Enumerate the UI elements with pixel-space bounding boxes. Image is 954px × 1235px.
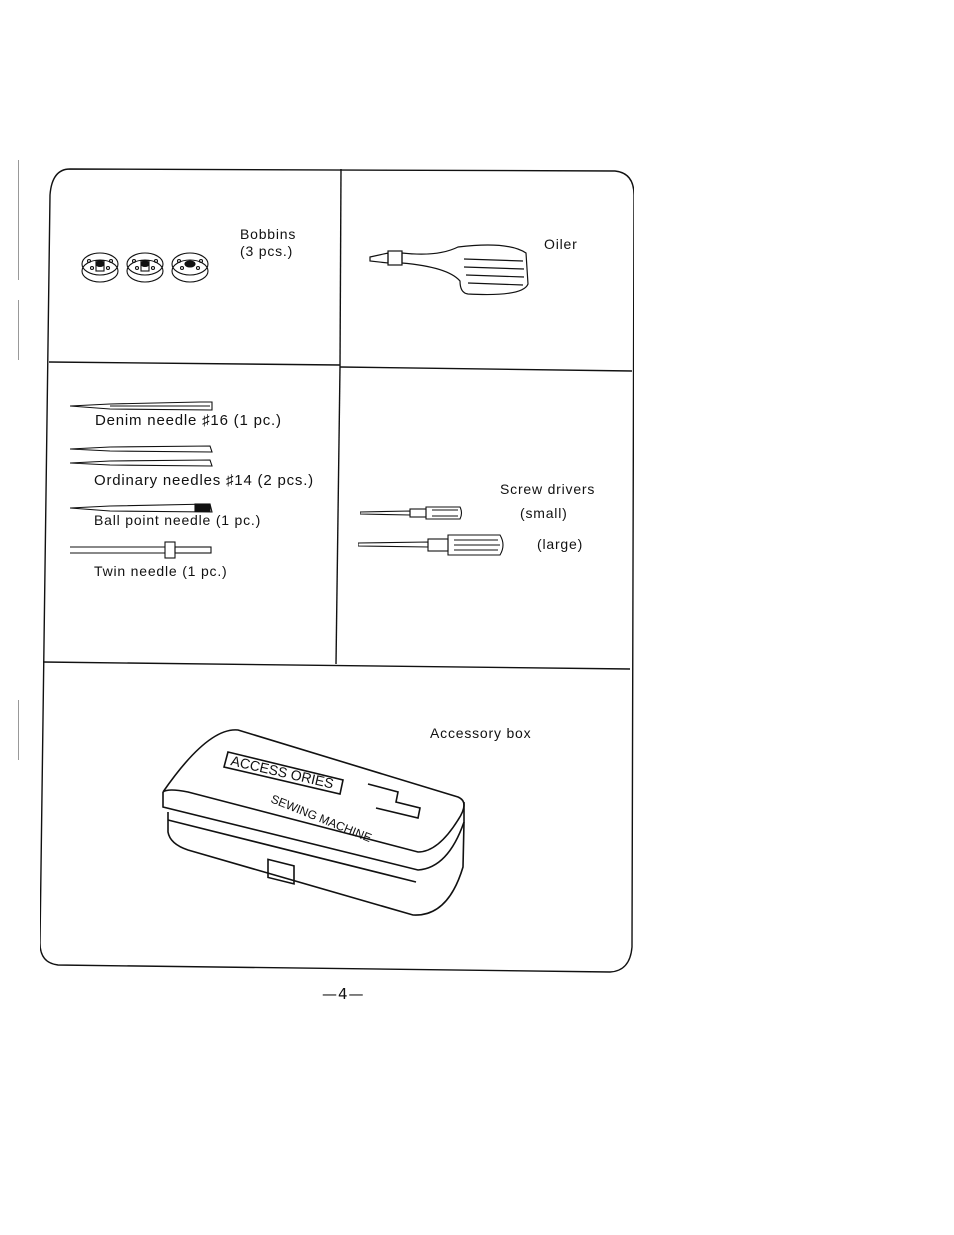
large-screwdriver-label: (large): [537, 536, 583, 552]
scan-margin-mark: [18, 160, 19, 280]
bobbins-qty: (3 pcs.): [240, 243, 293, 259]
small-screwdriver-icon: [360, 504, 465, 522]
twin-needle-label: Twin needle (1 pc.): [94, 563, 227, 579]
twin-needle-icon: [70, 539, 215, 561]
ordinary-needles-icon: [70, 443, 215, 469]
oiler-label: Oiler: [544, 236, 578, 252]
large-screwdriver-icon: [358, 533, 508, 557]
small-screwdriver-label: (small): [520, 505, 568, 521]
accessory-box-icon: ACCESS ORIES SEWING MACHINE: [158, 722, 478, 922]
oiler-icon: [368, 239, 533, 299]
ordinary-needles-label: Ordinary needles ♯14 (2 pcs.): [94, 472, 314, 489]
denim-needle-icon: [70, 399, 215, 413]
scan-margin-mark: [18, 700, 19, 760]
bobbins-label: Bobbins: [240, 226, 296, 242]
denim-needle-label: Denim needle ♯16 (1 pc.): [95, 412, 282, 429]
ball-point-needle-label: Ball point needle (1 pc.): [94, 512, 261, 528]
accessories-panel: Bobbins (3 pcs.) Oiler Denim needle ♯16 …: [40, 167, 634, 973]
scan-margin-mark: [18, 300, 19, 360]
page-number: —4—: [322, 985, 365, 1003]
screwdrivers-label: Screw drivers: [500, 481, 595, 497]
bobbins-icon: [80, 242, 215, 287]
